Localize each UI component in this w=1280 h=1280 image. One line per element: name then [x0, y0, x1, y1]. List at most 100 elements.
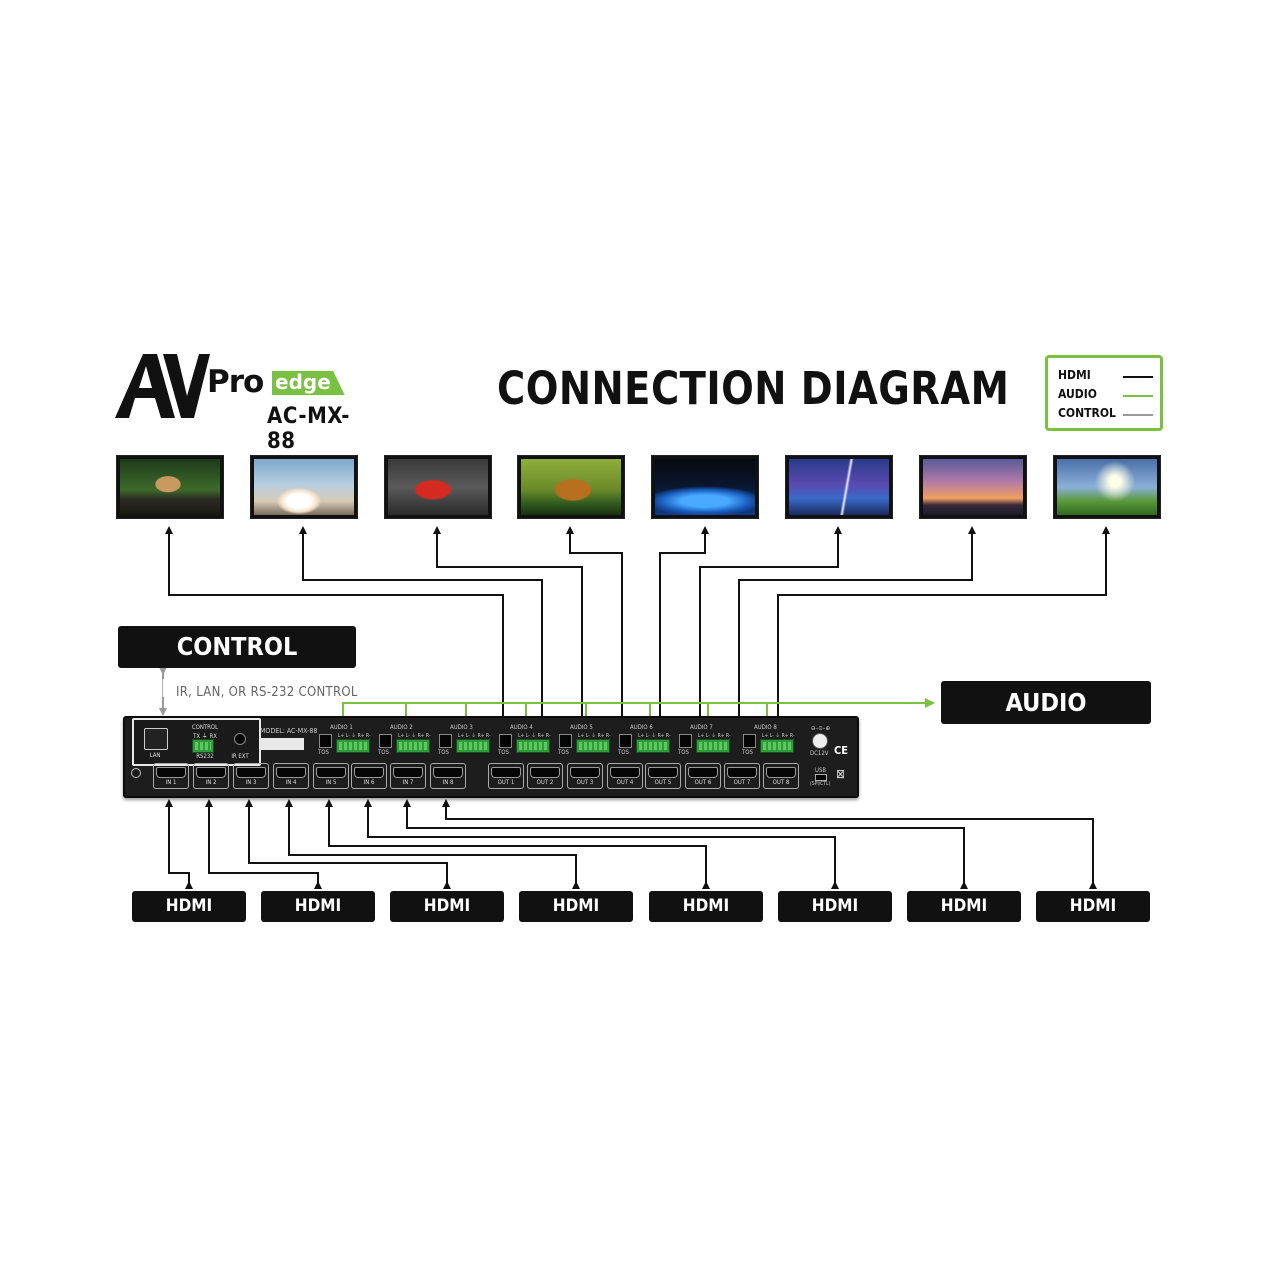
hdmi-out-1-label: OUT 1 — [497, 779, 515, 786]
hdmi-in-5-label: IN 5 — [325, 779, 337, 786]
toslink-7-port[interactable] — [679, 734, 692, 748]
usb-sub-label: (SPI/CTL) — [810, 781, 831, 787]
toslink-3-port[interactable] — [439, 734, 452, 748]
hdmi-out-7-port[interactable] — [727, 767, 757, 778]
hdmi-source-5: HDMI SOURCE — [649, 891, 763, 947]
toslink-7-label: TOS — [678, 749, 689, 756]
txrx-label: TX ⏚ RX — [193, 733, 217, 740]
audio-4-terminal[interactable] — [516, 739, 550, 753]
avproedge-logo: Pro edge AC-MX-88 — [115, 352, 375, 454]
display-6 — [785, 455, 893, 519]
red-crab-image — [388, 459, 488, 515]
control-note: IR, LAN, OR RS-232 CONTROL — [176, 685, 358, 700]
rocket-launch-image — [254, 459, 354, 515]
usb-port[interactable] — [815, 774, 827, 781]
hdmi-out-3-label: OUT 3 — [576, 779, 594, 786]
legend-control: CONTROL — [1058, 406, 1158, 424]
toslink-6-label: TOS — [618, 749, 629, 756]
audio-4-header: AUDIO 4 — [510, 724, 533, 731]
audio-5-header: AUDIO 5 — [570, 724, 593, 731]
input-frame-5: IN 5 — [313, 763, 349, 789]
wire-src2-in2 — [205, 799, 322, 889]
hdmi-out-5-label: OUT 5 — [654, 779, 672, 786]
audio-8-header: AUDIO 8 — [754, 724, 777, 731]
hdmi-out-5-port[interactable] — [648, 767, 678, 778]
line-legend: HDMI AUDIO CONTROL — [1045, 355, 1163, 431]
toslink-4-port[interactable] — [499, 734, 512, 748]
audio-4-pins-label: L+ L- ⏚ R+ R- — [518, 733, 551, 739]
output-frame-8: OUT 8 — [763, 763, 799, 789]
hdmi-out-4-label: OUT 4 — [616, 779, 634, 786]
toslink-2-port[interactable] — [379, 734, 392, 748]
hdmi-in-1-port[interactable] — [156, 767, 186, 778]
hdmi-out-6-port[interactable] — [688, 767, 718, 778]
wire-src1-in1 — [165, 799, 193, 889]
display-3 — [384, 455, 492, 519]
audio-3-pins-label: L+ L- ⏚ R+ R- — [458, 733, 491, 739]
toslink-5-label: TOS — [558, 749, 569, 756]
audio-2-header: AUDIO 2 — [390, 724, 413, 731]
hdmi-in-8-port[interactable] — [433, 767, 463, 778]
hdmi-in-3-port[interactable] — [236, 767, 266, 778]
audio-5-pins-label: L+ L- ⏚ R+ R- — [578, 733, 611, 739]
rs232-terminal[interactable] — [192, 739, 214, 753]
wire-out7-display7 — [738, 526, 976, 765]
toslink-8-port[interactable] — [743, 734, 756, 748]
toslink-5-port[interactable] — [559, 734, 572, 748]
audio-2-terminal[interactable] — [396, 739, 430, 753]
audio-bus — [342, 698, 935, 722]
ground-screw-icon — [131, 768, 141, 778]
wire-out6-display6 — [699, 526, 842, 765]
legend-control-swatch — [1123, 414, 1153, 416]
snail-image — [120, 459, 220, 515]
toslink-1-port[interactable] — [319, 734, 332, 748]
toslink-3-label: TOS — [438, 749, 449, 756]
hdmi-in-6-port[interactable] — [354, 767, 384, 778]
hdmi-out-4-port[interactable] — [610, 767, 640, 778]
toslink-6-port[interactable] — [619, 734, 632, 748]
hdmi-in-7-port[interactable] — [393, 767, 423, 778]
hdmi-in-6-label: IN 6 — [363, 779, 375, 786]
hdmi-source-6: HDMI SOURCE — [778, 891, 892, 947]
audio-5-terminal[interactable] — [576, 739, 610, 753]
display-7 — [919, 455, 1027, 519]
hdmi-out-1-port[interactable] — [491, 767, 521, 778]
model-plate: MODEL: AC-MX-88 — [260, 727, 318, 735]
control-port-group: LAN CONTROL TX ⏚ RX RS232 IR EXT — [132, 718, 261, 766]
display-4 — [517, 455, 625, 519]
output-frame-7: OUT 7 — [724, 763, 760, 789]
audio-7-terminal[interactable] — [696, 739, 730, 753]
hdmi-in-1-label: IN 1 — [165, 779, 177, 786]
input-frame-1: IN 1 — [153, 763, 189, 789]
dc-label: DC12V — [810, 750, 829, 757]
audio-6-terminal[interactable] — [636, 739, 670, 753]
audio-7-header: AUDIO 7 — [690, 724, 713, 731]
diagram-title: CONNECTION DIAGRAM — [497, 362, 1010, 415]
ir-ext-jack[interactable] — [234, 733, 246, 745]
audio-3-header: AUDIO 3 — [450, 724, 473, 731]
hdmi-source-3: HDMI SOURCE — [390, 891, 504, 947]
hdmi-in-4-port[interactable] — [276, 767, 306, 778]
hdmi-out-3-port[interactable] — [570, 767, 600, 778]
display-5 — [651, 455, 759, 519]
audio-3-terminal[interactable] — [456, 739, 490, 753]
lan-port[interactable] — [144, 728, 168, 750]
audio-6-pins-label: L+ L- ⏚ R+ R- — [638, 733, 671, 739]
ce-mark: CE — [834, 744, 849, 757]
input-frame-4: IN 4 — [273, 763, 309, 789]
hdmi-in-2-port[interactable] — [196, 767, 226, 778]
ir-ext-label: IR EXT — [231, 753, 249, 760]
hdmi-in-5-port[interactable] — [316, 767, 346, 778]
audio-8-terminal[interactable] — [760, 739, 794, 753]
audio-7-pins-label: L+ L- ⏚ R+ R- — [698, 733, 731, 739]
dc-power-jack[interactable] — [812, 733, 828, 749]
audio-1-terminal[interactable] — [336, 739, 370, 753]
hdmi-out-8-label: OUT 8 — [772, 779, 790, 786]
wire-src5-in5 — [325, 799, 710, 889]
hdmi-source-8: HDMI SOURCE — [1036, 891, 1150, 947]
hdmi-out-6-label: OUT 6 — [694, 779, 712, 786]
hdmi-out-2-port[interactable] — [530, 767, 560, 778]
audio-1-pins-label: L+ L- ⏚ R+ R- — [338, 733, 371, 739]
hdmi-source-4: HDMI SOURCE — [519, 891, 633, 947]
hdmi-out-8-port[interactable] — [766, 767, 796, 778]
